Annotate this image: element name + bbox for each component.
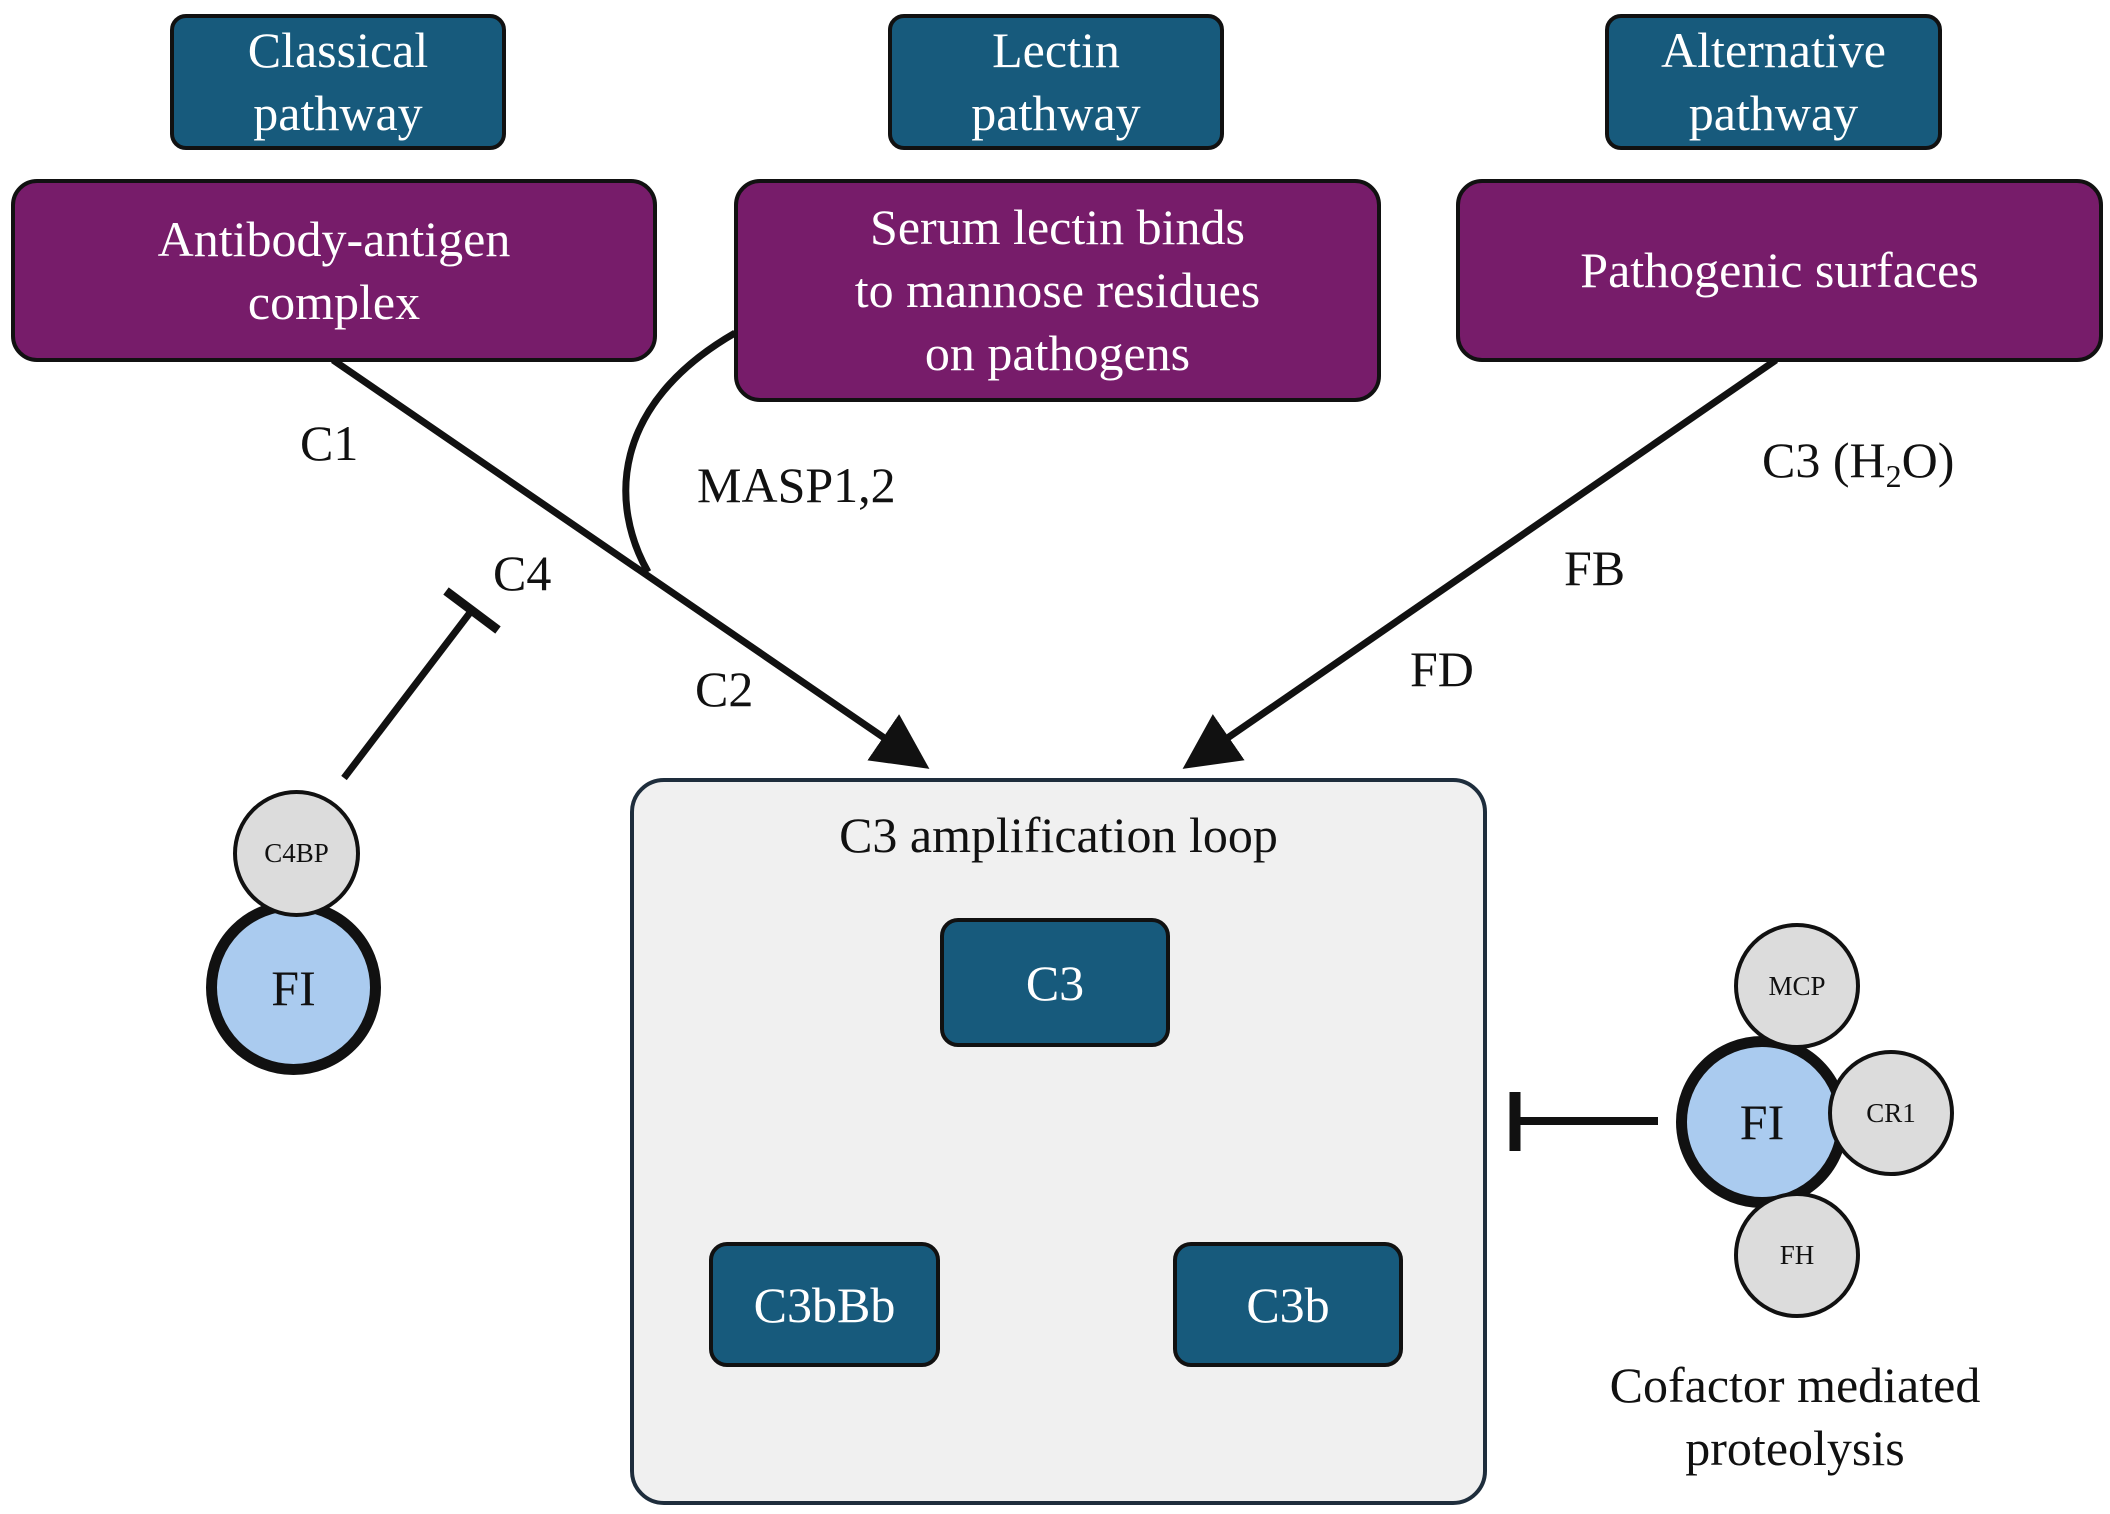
cofactor-caption: Cofactor mediated proteolysis xyxy=(1609,1357,1981,1476)
c3-h2o-suffix: O) xyxy=(1901,432,1955,488)
alternative-to-loop-arrow xyxy=(1182,357,1778,769)
classical-trigger-box: Antibody-antigen complex xyxy=(11,179,657,362)
c4bp-inhibition-bar xyxy=(443,587,501,634)
lectin-pathway-box: Lectin pathway xyxy=(888,14,1224,150)
alternative-pathway-box: Alternative pathway xyxy=(1605,14,1942,150)
c1-label: C1 xyxy=(300,415,359,471)
fi-right-circle: FI xyxy=(1676,1036,1848,1208)
c3-node: C3 xyxy=(940,918,1170,1047)
cr1-circle: CR1 xyxy=(1828,1050,1954,1176)
c3-h2o-subscript: 2 xyxy=(1885,458,1902,494)
c3-h2o-prefix: C3 (H xyxy=(1762,432,1886,488)
classical-to-loop-arrow xyxy=(331,357,930,769)
alternative-trigger-box: Pathogenic surfaces xyxy=(1456,179,2103,362)
mcp-circle: MCP xyxy=(1734,923,1860,1049)
c4-label: C4 xyxy=(493,545,552,601)
c3-h2o-label: C3 (H2O) xyxy=(1762,435,1954,492)
fh-circle: FH xyxy=(1734,1192,1860,1318)
c4bp-inhibition-line xyxy=(341,607,475,781)
masp-label: MASP1,2 xyxy=(697,457,896,513)
fb-label: FB xyxy=(1564,540,1626,596)
c3-amplification-loop-panel xyxy=(630,778,1487,1505)
c3b-node: C3b xyxy=(1173,1242,1403,1367)
lectin-joining-curve xyxy=(622,329,737,574)
loop-title: C3 amplification loop xyxy=(839,807,1278,863)
lectin-trigger-box: Serum lectin binds to mannose residues o… xyxy=(734,179,1381,402)
c4bp-circle: C4BP xyxy=(233,790,360,917)
c2-label: C2 xyxy=(695,661,754,717)
fi-left-circle: FI xyxy=(206,900,381,1075)
c3bbb-node: C3bBb xyxy=(709,1242,940,1367)
fd-label: FD xyxy=(1410,641,1474,697)
classical-pathway-box: Classical pathway xyxy=(170,14,506,150)
